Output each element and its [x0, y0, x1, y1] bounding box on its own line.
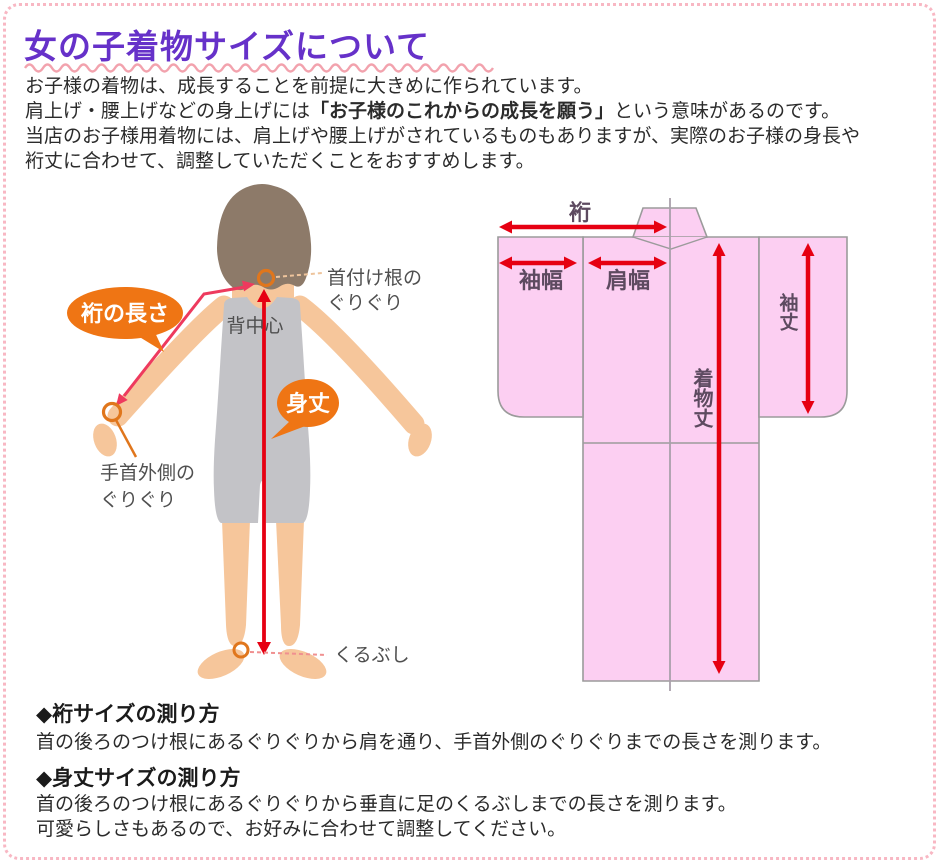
child-hair: [217, 184, 312, 291]
kimono-diagram: 裄 袖幅 肩幅 袖丈 着物丈: [497, 198, 848, 691]
yuki-arrowhead-wrist: [116, 393, 128, 406]
yuki-bubble-body: [67, 287, 183, 339]
intro-line: 当店のお子様用着物には、肩上げや腰上げがされているものもありますが、実際のお子様…: [25, 126, 861, 147]
mitake-bubble-label: 身丈: [286, 391, 330, 416]
kimono-body: [582, 236, 760, 682]
wrist-point-label-line2: ぐりぐり: [100, 490, 176, 511]
section-heading-yuki-measure: ◆裄サイズの測り方: [36, 703, 220, 726]
child-left-arm: [107, 295, 235, 427]
yuki-arrowhead-neck: [242, 280, 255, 292]
mitake-bubble-body: [277, 379, 339, 427]
child-figure: 裄の長さ 身丈 首付け根の ぐりぐり 背中心 手首外側の ぐりぐり くるぶし: [67, 184, 432, 679]
yuki-label: 裄: [568, 200, 591, 225]
intro-line: お子様の着物は、成長することを前提に大きめに作られています。: [25, 76, 593, 97]
back-center-label: 背中心: [226, 315, 283, 337]
sode-take-arrowhead-bottom: [801, 401, 815, 414]
neck-point-ring: [256, 268, 276, 288]
kimono-take-label: 着物丈: [690, 367, 714, 429]
kimono-left-sleeve: [497, 236, 584, 418]
wrist-label-connector: [114, 419, 138, 458]
yuki-arrowhead-right: [654, 220, 667, 234]
child-right-hand: [408, 423, 432, 457]
ankle-label: くるぶし: [334, 645, 410, 666]
yuki-bubble-label: 裄の長さ: [80, 301, 169, 326]
sode-haba-arrowhead-right: [564, 256, 577, 270]
intro-bold-phrase: 「お子様のこれからの成長を願う」: [310, 101, 615, 122]
mitake-bubble: 身丈: [271, 379, 339, 439]
child-right-foot: [279, 649, 327, 679]
section-body-mitake-measure-line1: 首の後ろのつけ根にあるぐりぐりから垂直に足のくるぶしまでの長さを測ります。: [36, 794, 737, 815]
child-left-foot: [197, 649, 245, 679]
mitake-arrowhead-top: [257, 289, 271, 302]
intro-line: 裄丈に合わせて、調整していただくことをおすすめします。: [25, 151, 535, 172]
neck-label-connector: [275, 272, 323, 278]
mitake-arrowhead-bottom: [257, 642, 271, 655]
kata-haba-label: 肩幅: [606, 268, 650, 293]
ankle-label-connector: [249, 651, 328, 656]
yuki-length-bubble: 裄の長さ: [67, 287, 183, 352]
section-body-mitake-measure-line2: 可愛らしさもあるので、お好みに合わせて調整してください。: [36, 819, 567, 840]
kata-haba-arrowhead-right: [654, 256, 667, 270]
sode-take-arrowhead-top: [801, 243, 815, 256]
sode-take-label: 袖丈: [777, 292, 799, 332]
child-right-leg: [276, 520, 304, 646]
neck-point-label-line2: ぐりぐり: [327, 293, 403, 314]
wrist-point-ring: [101, 401, 123, 423]
child-left-leg: [222, 520, 250, 646]
sode-haba-label: 袖幅: [519, 268, 563, 293]
child-left-hand: [93, 423, 117, 457]
child-bodysuit: [213, 297, 311, 523]
section-body-yuki-measure: 首の後ろのつけ根にあるぐりぐりから肩を通り、手首外側のぐりぐりまでの長さを測りま…: [36, 732, 832, 753]
kata-haba-arrowhead-left: [588, 256, 601, 270]
ankle-point-ring: [232, 641, 250, 659]
yuki-measure-arrow: [122, 285, 246, 397]
wrist-point-label-line1: 手首外側の: [100, 462, 195, 484]
section-heading-mitake-measure: ◆身丈サイズの測り方: [36, 767, 241, 790]
kimono-take-arrowhead-top: [712, 243, 726, 256]
sode-haba-arrowhead-left: [499, 256, 512, 270]
page-title: 女の子着物サイズについて: [24, 28, 431, 65]
intro-paragraph: お子様の着物は、成長することを前提に大きめに作られています。 肩上げ・腰上げなど…: [25, 74, 915, 174]
kimono-take-arrowhead-bottom: [712, 661, 726, 674]
child-right-arm: [289, 295, 425, 435]
kimono-right-sleeve: [758, 236, 848, 418]
neck-point-label-line1: 首付け根の: [327, 267, 422, 289]
yuki-arrowhead-left: [499, 220, 512, 234]
measurement-diagrams: 裄の長さ 身丈 首付け根の ぐりぐり 背中心 手首外側の ぐりぐり くるぶし: [67, 184, 848, 691]
title-underline-wave-decoration: [24, 63, 495, 73]
intro-line: 肩上げ・腰上げなどの身上げには「お子様のこれからの成長を願う」という意味があるの…: [25, 101, 841, 122]
